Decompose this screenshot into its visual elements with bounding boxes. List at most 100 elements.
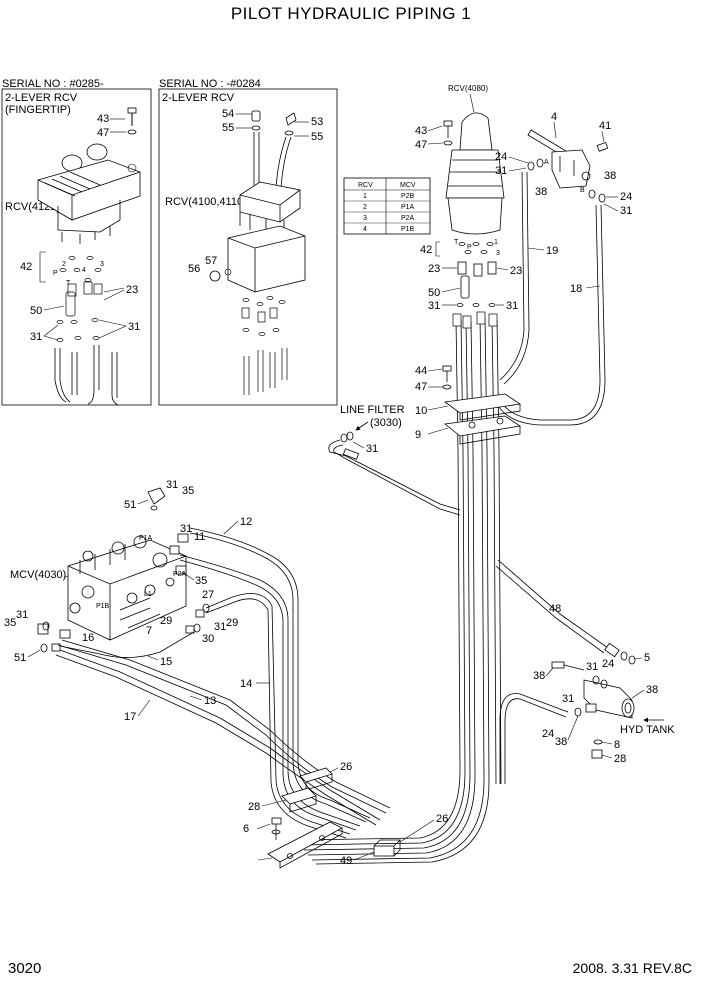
table-cell: P1B — [401, 226, 415, 233]
callout-17: 48 — [549, 603, 561, 615]
callout-26-b: 49 — [340, 855, 352, 867]
port-p1a: P1A — [139, 535, 153, 542]
port-3-left: 3 — [100, 261, 104, 268]
page-title: PILOT HYDRAULIC PIPING 1 — [230, 4, 472, 23]
callout-15: 14 — [240, 678, 252, 690]
callout-51-mcv: 31 — [180, 523, 192, 535]
callout-5: 38 — [646, 684, 658, 696]
callout-31-mcv-a: 35 — [182, 485, 194, 497]
inset-left-serial: SERIAL NO : #0285- — [2, 78, 104, 90]
callout-30-mcv: 31 — [166, 479, 178, 491]
callout-42-left: 42 — [20, 261, 32, 273]
rcv-mcv-table: RCV MCV 1 P2B 2 P1A 3 P2A 4 P1B — [343, 177, 431, 235]
inset-right-type: 2-LEVER RCV — [162, 92, 235, 104]
table-cell: 1 — [363, 193, 367, 200]
table-cell: P1A — [401, 204, 415, 211]
callout-49: 6 — [243, 823, 249, 835]
rcv-4080: RCV(4080) — [443, 84, 505, 307]
hose-17-and-valve-5 — [495, 559, 636, 784]
callout-43-left: 43 — [97, 113, 109, 125]
callout-55-a: 55 — [222, 122, 234, 134]
callout-51-left: 16 — [82, 632, 94, 644]
callout-31-mcv-b: 11 — [194, 531, 205, 543]
callout-31-c: 24 — [602, 658, 614, 670]
port-3-main: 3 — [496, 250, 500, 257]
callout-24-a: 24 — [495, 151, 507, 163]
callout-31-filter: 31 — [366, 443, 378, 455]
callout-35-mcv-b: 27 — [202, 589, 214, 601]
callout-35-left: 31 — [16, 609, 28, 621]
callout-38-d: 31 — [562, 693, 574, 705]
callout-24-c: 5 — [644, 652, 650, 664]
callout-14: 13 — [204, 695, 216, 707]
callout-38-a: 38 — [535, 186, 547, 198]
clamp-blocks — [267, 767, 401, 869]
port-a-valve4: A — [544, 159, 549, 166]
callout-31-mcv-c: 29 — [226, 617, 238, 629]
valve-4 — [527, 129, 609, 203]
port-4-left: 4 — [82, 267, 86, 274]
mcv-4030: MCV(4030) — [10, 487, 210, 653]
line-filter: LINE FILTER (3030) 31 — [328, 404, 461, 516]
table-cell: P2B — [401, 193, 415, 200]
callout-44: 44 — [415, 365, 427, 377]
rcv-main-label: RCV(4080) — [448, 84, 488, 93]
callout-10: 10 — [415, 405, 427, 417]
rcv-4121-body — [37, 143, 141, 244]
port-t-main: T — [454, 239, 459, 246]
callout-18: 18 — [570, 283, 582, 295]
inset-left: SERIAL NO : #0285- 2-LEVER RCV (FINGERTI… — [1, 78, 152, 406]
port-p-left: P — [53, 270, 58, 277]
callout-47-main: 47 — [415, 139, 427, 151]
callout-13: 17 — [124, 711, 136, 723]
hose-bundle-vertical — [299, 317, 502, 865]
callout-28-b: 26 — [436, 813, 448, 825]
callout-23-main-a: 23 — [428, 263, 440, 275]
callout-31-d: 24 — [542, 728, 554, 740]
callout-27: 29 — [160, 615, 172, 627]
line-filter-code: (3030) — [370, 417, 402, 429]
callout-28-a: 26 — [340, 761, 352, 773]
table-head-mcv: MCV — [400, 182, 416, 189]
callout-41: 41 — [599, 120, 611, 132]
callout-8: 28 — [614, 753, 626, 765]
table-head-rcv: RCV — [358, 182, 373, 189]
callout-23-left: 23 — [126, 284, 138, 296]
port-2-left: 2 — [62, 261, 66, 268]
callout-16: 15 — [160, 656, 172, 668]
inset-left-type: 2-LEVER RCV — [5, 92, 78, 104]
table-cell: 2 — [363, 204, 367, 211]
callout-38-c: 31 — [586, 661, 598, 673]
line-filter-label: LINE FILTER — [340, 404, 405, 416]
callout-29-a: 7 — [146, 625, 152, 637]
inset-right-component: RCV(4100,4110) — [165, 196, 247, 208]
callout-50-left: 50 — [30, 305, 42, 317]
callout-31-main-b: 31 — [506, 300, 518, 312]
callout-43-main: 43 — [415, 125, 427, 137]
hyd-tank-label: HYD TANK — [620, 724, 675, 736]
revision-date: 2008. 3.31 REV.8C — [572, 960, 692, 976]
port-t-left: T — [66, 280, 71, 287]
clamp-plates — [442, 365, 522, 445]
callout-31-left: 51 — [14, 652, 26, 664]
callout-50-main: 50 — [428, 287, 440, 299]
callout-31-left-b: 31 — [128, 321, 140, 333]
port-b-valve4: B — [580, 187, 585, 194]
callout-11: 12 — [240, 516, 252, 528]
callout-56: 56 — [188, 263, 200, 275]
inset-right: SERIAL NO : -#0284 2-LEVER RCV RCV(4100,… — [158, 78, 338, 406]
port-p-main: P — [467, 244, 472, 251]
port-p1b: P1B — [96, 603, 110, 610]
callout-38-b: 38 — [604, 170, 616, 182]
table-cell: 3 — [363, 215, 367, 222]
hose-group-lower — [55, 527, 391, 839]
callout-47-clamp: 47 — [415, 381, 427, 393]
inset-right-frame — [158, 88, 338, 406]
callout-31-main-a: 31 — [428, 300, 440, 312]
callout-31-b: 31 — [620, 205, 632, 217]
callout-54: 54 — [222, 108, 234, 120]
callout-53: 53 — [311, 116, 323, 128]
callout-26-a: 28 — [248, 801, 260, 813]
callout-30-left: 35 — [4, 617, 16, 629]
